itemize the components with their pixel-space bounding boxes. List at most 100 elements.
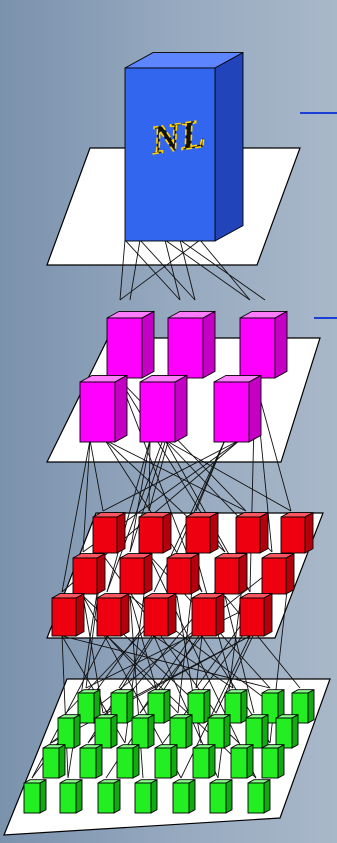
level-2-node-mid-0 (73, 554, 105, 594)
level-3-node-2-3-front (155, 748, 171, 778)
level-3-node-2-1-side (96, 745, 102, 778)
level-2-node-back-2-side (210, 513, 218, 553)
level-3-node-2-4-front (193, 748, 209, 778)
level-3-node-1-6-front (276, 718, 292, 748)
level-3-node-3-6-front (248, 783, 264, 813)
level-3-node-2-3-side (171, 745, 177, 778)
level-3-node-1-6 (276, 715, 298, 748)
level-1-node-back-0 (107, 311, 154, 378)
level-2-node-front-1 (97, 594, 129, 636)
level-3-node-2-5 (231, 745, 253, 778)
level-2-node-mid-2 (167, 554, 199, 594)
level-3-node-3-4-side (189, 780, 195, 813)
level-2-node-back-1-front (139, 517, 163, 553)
level-2-node-mid-3 (215, 554, 247, 594)
level-3-node-3-0 (24, 780, 46, 813)
level-3-node-1-1-front (95, 718, 111, 748)
level-1-node-back-1 (168, 311, 215, 378)
level-3-node-3-5-front (210, 783, 226, 813)
level-3-node-3-0-front (24, 783, 40, 813)
level-2-node-back-4-side (305, 513, 313, 553)
level-2-node-back-0-side (117, 513, 125, 553)
level-3-node-1-0-side (74, 715, 80, 748)
level-1-node-back-2-front (240, 318, 275, 378)
level-3-node-3-1-front (60, 783, 76, 813)
level-3-node-2-2-side (133, 745, 139, 778)
level-3-node-2-5-front (231, 748, 247, 778)
level-2-node-front-3-front (192, 598, 216, 636)
level-3-node-1-3 (170, 715, 192, 748)
level-2-node-front-4 (240, 594, 272, 636)
level-2-node-front-2 (144, 594, 176, 636)
level-3-node-3-4 (173, 780, 195, 813)
level-2-node-front-3-side (216, 594, 224, 636)
level-1-node-front-2 (214, 375, 261, 442)
level-2-node-back-3-front (236, 517, 260, 553)
level-2-node-front-4-front (240, 598, 264, 636)
level-2-node-mid-1-side (144, 554, 152, 594)
level-3-node-2-0-front (43, 748, 59, 778)
level-3-node-3-3-front (135, 783, 151, 813)
level-3-node-0-6-side (308, 690, 314, 723)
level-3-node-2-1-front (80, 748, 96, 778)
level-3-node-3-5-side (226, 780, 232, 813)
nl-logo-text: NL (148, 110, 208, 162)
level-3-node-2-3 (155, 745, 177, 778)
level-3-node-1-1 (95, 715, 117, 748)
level-1-node-back-1-front (168, 318, 203, 378)
level-3-node-3-2 (98, 780, 120, 813)
level-2-node-mid-2-front (167, 558, 191, 594)
level-1-node-front-0 (80, 375, 127, 442)
level-2-node-back-0-front (93, 517, 117, 553)
level-3-node-2-6-side (278, 745, 284, 778)
level-1-node-back-2-side (275, 311, 287, 378)
level-1-node-back-1-side (203, 311, 215, 378)
level-2-node-front-2-front (144, 598, 168, 636)
level-2-node-front-4-side (264, 594, 272, 636)
level-3-node-2-2 (117, 745, 139, 778)
level-3-node-1-2-side (148, 715, 154, 748)
level-3-node-3-3-side (151, 780, 157, 813)
level-3-node-3-0-side (40, 780, 46, 813)
level-3-node-1-5-side (262, 715, 268, 748)
level-3-node-1-1-side (111, 715, 117, 748)
level-3-node-3-2-side (114, 780, 120, 813)
level-2-node-back-3-side (260, 513, 268, 553)
level-3-node-2-6-front (262, 748, 278, 778)
level-3-node-2-6 (262, 745, 284, 778)
level-3-node-1-2 (132, 715, 154, 748)
level-2-node-mid-4 (262, 554, 294, 594)
level-2-node-front-0-front (52, 598, 76, 636)
level-3-node-2-4 (193, 745, 215, 778)
level-3-node-2-5-side (247, 745, 253, 778)
level-2-node-mid-3-side (239, 554, 247, 594)
level-3-node-3-4-front (173, 783, 189, 813)
level-2-node-back-3 (236, 513, 268, 553)
level-1-node-front-1-front (140, 382, 175, 442)
level-1-node-back-0-front (107, 318, 142, 378)
level-2-node-back-4-front (281, 517, 305, 553)
level-3-node-2-0 (43, 745, 65, 778)
level-1-node-front-0-front (80, 382, 115, 442)
level-3-node-3-5 (210, 780, 232, 813)
level-2-node-back-1-side (163, 513, 171, 553)
level-3-node-3-1 (60, 780, 82, 813)
level-3-node-1-5-front (246, 718, 262, 748)
level-2-node-front-0 (52, 594, 84, 636)
level-3-node-1-5 (246, 715, 268, 748)
level-1-node-back-2 (240, 311, 287, 378)
level-2-node-mid-4-front (262, 558, 286, 594)
level-2-node-front-0-side (76, 594, 84, 636)
level-2-node-front-1-front (97, 598, 121, 636)
level-2-node-mid-2-side (191, 554, 199, 594)
level-1-node-front-2-side (249, 375, 261, 442)
level-3-node-2-4-side (209, 745, 215, 778)
level-2-node-front-3 (192, 594, 224, 636)
level-1-node-front-1 (140, 375, 187, 442)
level-3-node-3-6-side (264, 780, 270, 813)
level-2-node-mid-3-front (215, 558, 239, 594)
level-3-node-1-4-side (224, 715, 230, 748)
level-3-node-3-3 (135, 780, 157, 813)
level-2-node-mid-1-front (120, 558, 144, 594)
